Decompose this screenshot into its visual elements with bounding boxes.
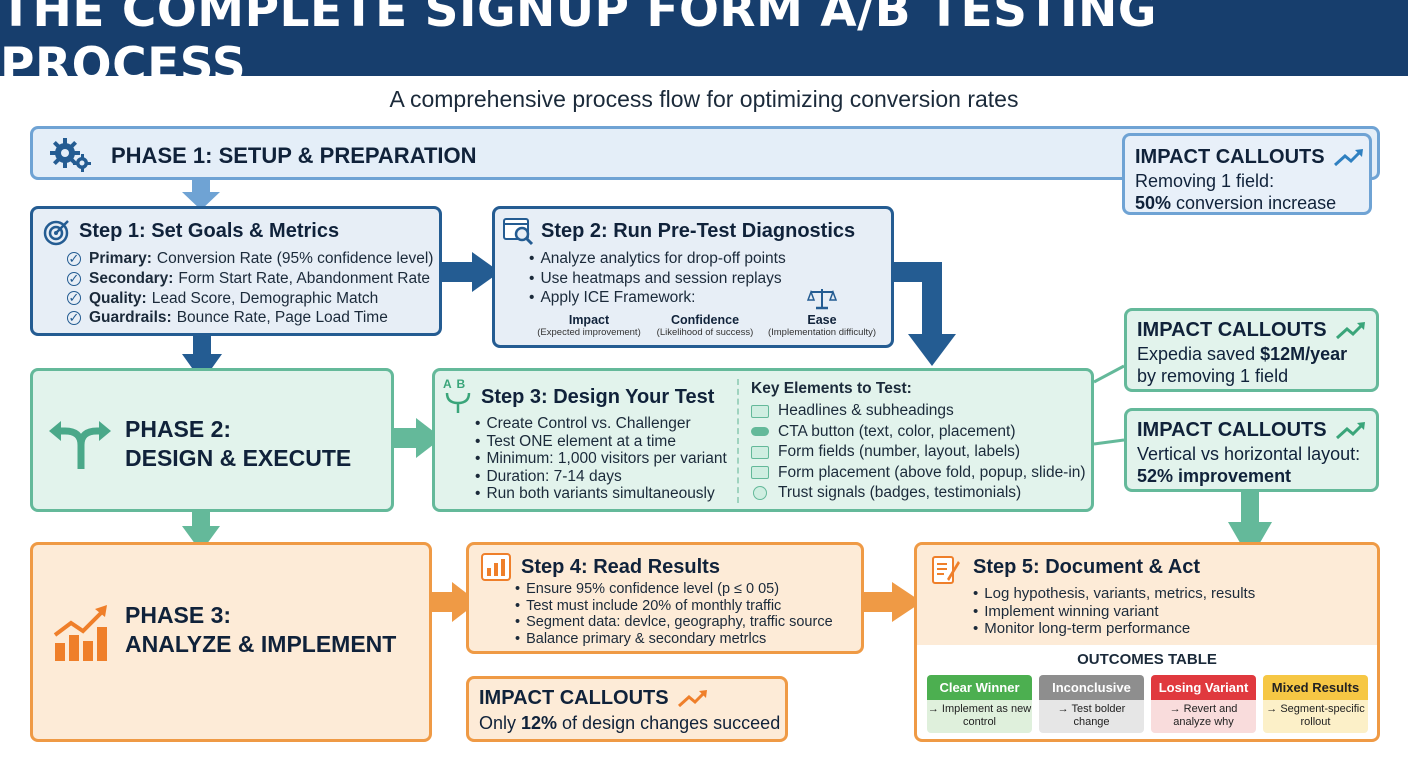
trend-up-icon bbox=[1335, 421, 1365, 439]
list-item: ✓Secondary:Form Start Rate, Abandonment … bbox=[67, 269, 430, 287]
step3-title: Step 3: Design Your Test bbox=[481, 386, 715, 408]
callout-connector bbox=[1093, 438, 1125, 446]
step1-card: Step 1: Set Goals & Metrics ✓Primary:Con… bbox=[30, 206, 442, 336]
list-item: Analyze analytics for drop-off points bbox=[529, 249, 785, 269]
bar-chart-icon bbox=[481, 553, 511, 581]
ice-confidence: Confidence(Likelihood of success) bbox=[656, 313, 754, 338]
phase3-title: PHASE 3:ANALYZE & IMPLEMENT bbox=[125, 602, 397, 657]
arrow-phase1-step1 bbox=[182, 178, 220, 210]
placement-icon bbox=[751, 466, 769, 480]
document-pen-icon bbox=[932, 556, 960, 584]
title-bar: THE COMPLETE SIGNUP FORM A/B TESTING PRO… bbox=[0, 0, 1408, 93]
callout-title: IMPACT CALLOUTS bbox=[479, 687, 709, 710]
impact-callout-3: IMPACT CALLOUTS Vertical vs horizontal l… bbox=[1124, 408, 1379, 492]
step1-title: Step 1: Set Goals & Metrics bbox=[79, 220, 340, 242]
arrow-phase3-step4 bbox=[432, 582, 478, 622]
arrow-step1-step2 bbox=[442, 252, 500, 292]
outcome-losing-variant: Losing Variant → Revert and analyze why bbox=[1151, 675, 1256, 733]
callout-title: IMPACT CALLOUTS bbox=[1137, 419, 1367, 442]
list-item: Apply ICE Framework: bbox=[529, 288, 786, 308]
list-item: Test ONE element at a time bbox=[475, 433, 727, 451]
target-icon bbox=[43, 220, 69, 246]
impact-callout-2: IMPACT CALLOUTS Expedia saved $12M/year … bbox=[1124, 308, 1379, 392]
divider bbox=[737, 379, 739, 503]
step3-list: Create Control vs. Challenger Test ONE e… bbox=[475, 415, 727, 503]
list-item: Balance primary & secondary metrlcs bbox=[515, 631, 833, 648]
step4-list: Ensure 95% confidence level (p ≤ 0 05) T… bbox=[515, 581, 833, 647]
list-item: Test must include 20% of monthly traffic bbox=[515, 598, 833, 615]
impact-callout-1: IMPACT CALLOUTS Removing 1 field: 50% co… bbox=[1122, 133, 1372, 215]
list-item: Monitor long-term performance bbox=[973, 620, 1255, 638]
list-item: ✓Primary:Conversion Rate (95% confidence… bbox=[67, 250, 434, 267]
callout-title: IMPACT CALLOUTS bbox=[1137, 319, 1367, 342]
phase3-card: PHASE 3:ANALYZE & IMPLEMENT bbox=[30, 542, 432, 742]
list-item: Run both variants simultaneously bbox=[475, 485, 727, 503]
list-item: Duration: 7-14 days bbox=[475, 468, 727, 486]
callout-text: Vertical vs horizontal layout: 52% impro… bbox=[1137, 444, 1361, 486]
list-item: ✓Guardrails:Bounce Rate, Page Load Time bbox=[67, 309, 388, 327]
step4-title: Step 4: Read Results bbox=[521, 556, 720, 578]
step2-card: Step 2: Run Pre-Test Diagnostics Analyze… bbox=[492, 206, 894, 348]
step4-card: Step 4: Read Results Ensure 95% confiden… bbox=[466, 542, 864, 654]
arrow-callout-step5 bbox=[1228, 490, 1272, 560]
arrow-step2-step3 bbox=[894, 262, 956, 366]
callout-title: IMPACT CALLOUTS bbox=[1135, 146, 1365, 169]
step5-title: Step 5: Document & Act bbox=[973, 556, 1201, 578]
headline-icon bbox=[751, 404, 769, 418]
button-icon bbox=[751, 427, 769, 437]
arrow-phase2-step3 bbox=[394, 418, 442, 458]
trend-up-icon bbox=[1333, 148, 1363, 166]
list-item: Create Control vs. Challenger bbox=[475, 415, 727, 433]
key-elements-list: Headlines & subheadings CTA button (text… bbox=[751, 401, 1086, 504]
callout-text: Only 12% of design changes succeed bbox=[479, 713, 781, 733]
trend-up-icon bbox=[1335, 321, 1365, 339]
step5-list: Log hypothesis, variants, metrics, resul… bbox=[973, 585, 1255, 638]
outcome-mixed-results: Mixed Results → Segment-specific rollout bbox=[1263, 675, 1368, 733]
list-item: Segment data: devlce, geography, traffic… bbox=[515, 614, 833, 631]
chart-up-icon bbox=[53, 605, 107, 661]
step3-card: A B Step 3: Design Your Test Create Cont… bbox=[432, 368, 1094, 512]
outcome-inconclusive: Inconclusive → Test bolder change bbox=[1039, 675, 1144, 733]
list-item: Trust signals (badges, testimonials) bbox=[751, 483, 1086, 504]
phase2-card: PHASE 2:DESIGN & EXECUTE bbox=[30, 368, 394, 512]
page-title: THE COMPLETE SIGNUP FORM A/B TESTING PRO… bbox=[0, 0, 1157, 93]
split-arrows-icon bbox=[49, 421, 111, 469]
callout-text: Expedia saved $12M/year by removing 1 fi… bbox=[1137, 344, 1348, 386]
list-item: Minimum: 1,000 visitors per variant bbox=[475, 450, 726, 468]
callout-connector bbox=[1093, 364, 1125, 384]
phase2-title: PHASE 2:DESIGN & EXECUTE bbox=[125, 416, 352, 471]
page-subtitle: A comprehensive process flow for optimiz… bbox=[389, 86, 1019, 112]
outcomes-title: OUTCOMES TABLE bbox=[1077, 651, 1217, 668]
callout-text: Removing 1 field: 50% conversion increas… bbox=[1135, 171, 1337, 213]
ab-branch-icon: A B bbox=[443, 377, 477, 418]
badge-icon bbox=[753, 486, 767, 501]
list-item: Headlines & subheadings bbox=[751, 401, 1086, 422]
list-item: Form fields (number, layout, labels) bbox=[751, 442, 1086, 463]
step5-card: Step 5: Document & Act Log hypothesis, v… bbox=[914, 542, 1380, 742]
step2-list: Analyze analytics for drop-off points Us… bbox=[529, 249, 786, 308]
arrow-phase2-phase3 bbox=[182, 512, 220, 552]
list-item: ✓Quality:Lead Score, Demographic Match bbox=[67, 289, 379, 307]
ice-impact: Impact(Expected improvement) bbox=[537, 313, 641, 338]
list-item: Use heatmaps and session replays bbox=[529, 269, 786, 289]
list-item: Implement winning variant bbox=[973, 603, 1255, 621]
trend-up-icon bbox=[677, 689, 707, 707]
form-fields-icon bbox=[751, 445, 769, 459]
scales-icon bbox=[807, 289, 837, 310]
list-item: Ensure 95% confidence level (p ≤ 0 05) bbox=[515, 581, 833, 598]
list-item: CTA button (text, color, placement) bbox=[751, 422, 1086, 443]
phase1-title: PHASE 1: SETUP & PREPARATION bbox=[111, 143, 477, 168]
key-elements-title: Key Elements to Test: bbox=[751, 380, 912, 397]
list-item: Log hypothesis, variants, metrics, resul… bbox=[973, 585, 1255, 603]
step2-title: Step 2: Run Pre-Test Diagnostics bbox=[541, 220, 856, 242]
impact-callout-4: IMPACT CALLOUTS Only 12% of design chang… bbox=[466, 676, 788, 742]
ice-ease: Ease(Implementation difficulty) bbox=[767, 313, 877, 338]
outcome-clear-winner: Clear Winner → Implement as new control bbox=[927, 675, 1032, 733]
gears-icon bbox=[50, 138, 91, 172]
arrow-step4-step5 bbox=[864, 582, 922, 622]
list-item: Form placement (above fold, popup, slide… bbox=[751, 463, 1086, 484]
diagnostics-icon bbox=[503, 218, 534, 246]
step1-list: ✓Primary:Conversion Rate (95% confidence… bbox=[67, 249, 433, 328]
